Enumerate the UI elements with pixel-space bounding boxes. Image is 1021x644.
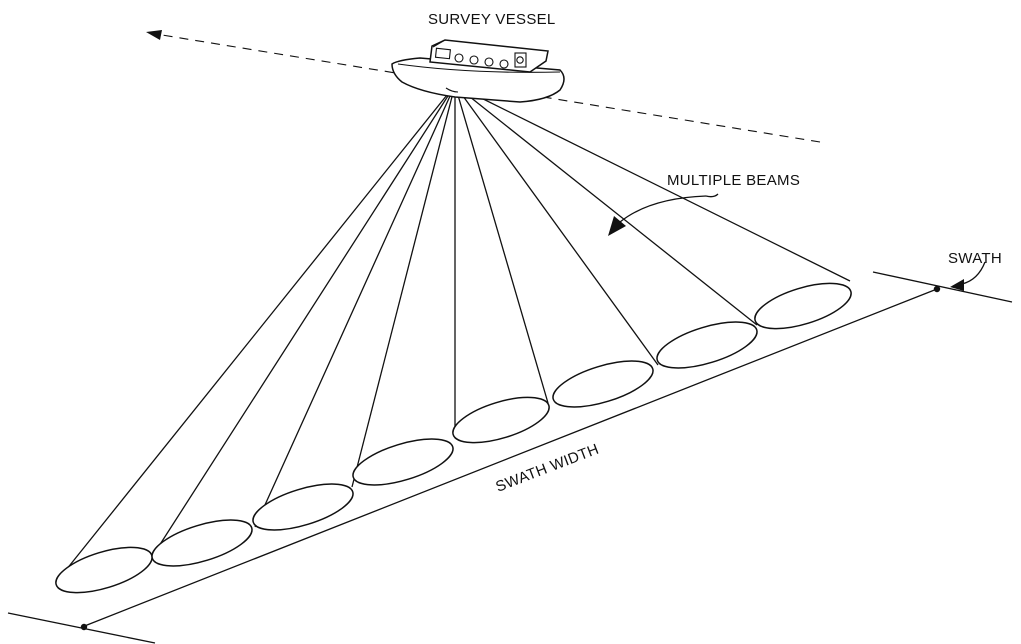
- multiple-beams-arrow: [619, 195, 707, 223]
- swath-callout-arrowhead: [950, 279, 964, 291]
- footprint-5: [452, 396, 550, 444]
- swath-width-line: [81, 288, 938, 628]
- footprint-4: [352, 438, 454, 486]
- footprint-3: [252, 483, 354, 531]
- swath-callout-arrow: [961, 261, 986, 285]
- swath-end-tick-right: [872, 271, 1013, 303]
- footprint-1: [55, 546, 153, 594]
- multiple-beams-label: MULTIPLE BEAMS: [667, 172, 800, 189]
- course-arrowhead: [146, 30, 162, 40]
- footprint-7: [656, 321, 758, 369]
- survey-vessel-label: SURVEY VESSEL: [428, 11, 556, 28]
- multiple-beams-arrowhead: [608, 216, 626, 236]
- swath-width-end-marker: [933, 285, 941, 293]
- survey-vessel-icon: [391, 39, 565, 103]
- footprint-8: [754, 282, 852, 330]
- footprint-6: [552, 360, 654, 408]
- footprint-2: [151, 519, 253, 567]
- swath-width-label: SWATH WIDTH: [493, 441, 601, 496]
- beam-footprints: [55, 282, 852, 594]
- swath-end-tick-left: [7, 612, 156, 644]
- multiple-beams-callout-hook: [705, 193, 719, 198]
- beam-rays: [57, 84, 851, 581]
- swath-label: SWATH: [948, 250, 1002, 267]
